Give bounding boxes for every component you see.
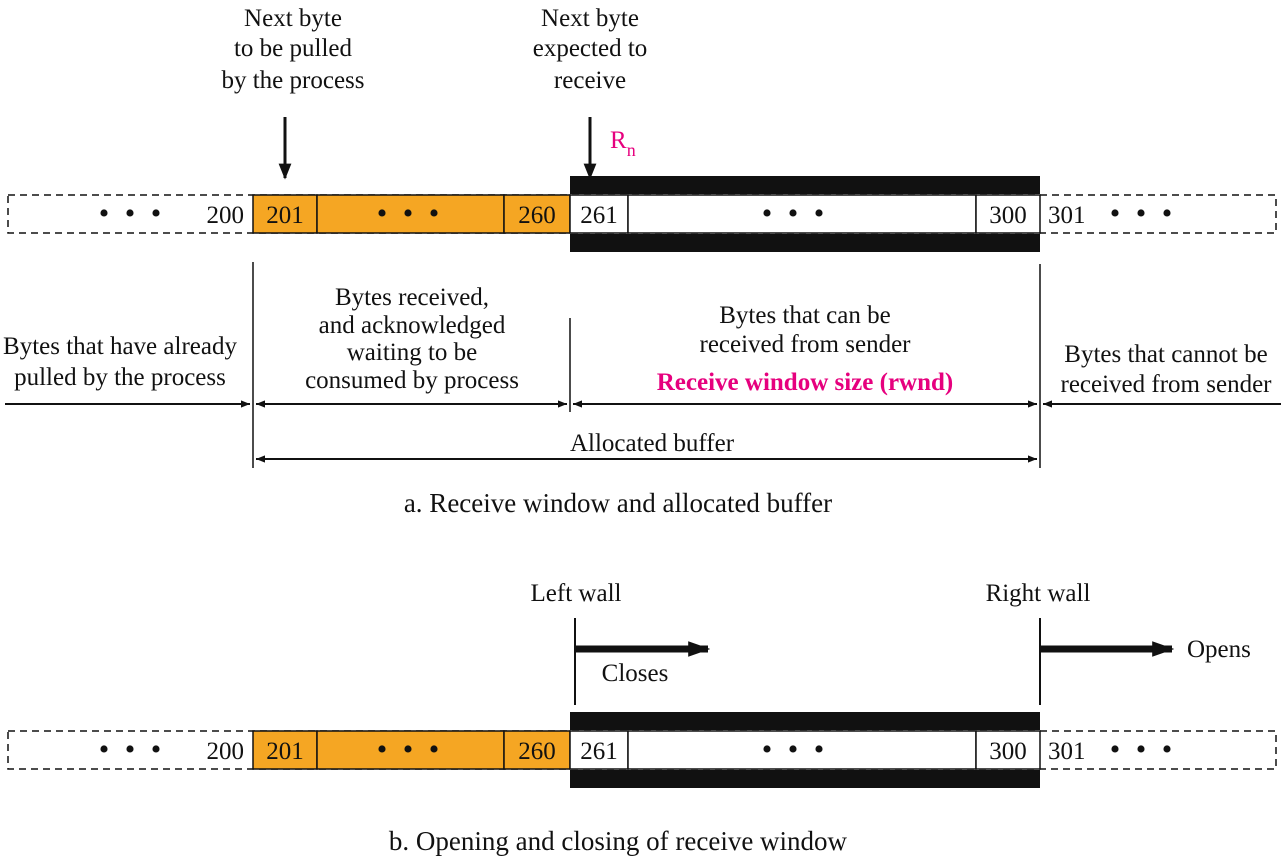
byte-201: 201 bbox=[266, 738, 304, 765]
cell-300 bbox=[975, 194, 1041, 234]
byte-strip-b: • • • 200 201 • • • 260 261 • • • 300 30… bbox=[7, 712, 1277, 788]
rwnd-label: Receive window size (rwnd) bbox=[657, 369, 953, 396]
cell-window-mid bbox=[627, 730, 977, 770]
cell-consumed-mid bbox=[316, 194, 505, 234]
byte-301: 301 bbox=[1048, 202, 1086, 229]
caption-b: b. Opening and closing of receive window bbox=[389, 826, 848, 856]
dots-right: • • • bbox=[1110, 197, 1177, 230]
pointer-receive-line-1: Next byte bbox=[541, 5, 639, 32]
region-pulled-line-2: pulled by the process bbox=[14, 364, 226, 391]
dots-left: • • • bbox=[99, 197, 166, 230]
left-wall-label: Left wall bbox=[531, 580, 622, 607]
cell-300 bbox=[975, 730, 1041, 770]
pointer-receive-line-3: receive bbox=[554, 67, 626, 94]
dots-window: • • • bbox=[762, 197, 829, 230]
byte-301: 301 bbox=[1048, 738, 1086, 765]
byte-strip-a: • • • 200 201 • • • 260 261 • • • 300 30… bbox=[7, 176, 1277, 252]
cell-consumed-mid bbox=[316, 730, 505, 770]
byte-260: 260 bbox=[518, 202, 556, 229]
dots-window: • • • bbox=[762, 733, 829, 766]
caption-a: a. Receive window and allocated buffer bbox=[404, 488, 832, 518]
region-waiting-line-4: consumed by process bbox=[305, 367, 519, 394]
region-receivable-line-2: received from sender bbox=[700, 331, 912, 358]
byte-261: 261 bbox=[580, 202, 618, 229]
dots-right: • • • bbox=[1110, 733, 1177, 766]
region-not-receivable-line-1: Bytes that cannot be bbox=[1064, 341, 1267, 368]
pointer-process-line-3: by the process bbox=[221, 67, 364, 94]
pointer-receive-line-2: expected to bbox=[533, 35, 648, 62]
right-wall-label: Right wall bbox=[986, 580, 1091, 607]
pointer-next-byte-expected: Next byte expected to receive Rn bbox=[533, 5, 648, 180]
dots-consumed: • • • bbox=[377, 733, 444, 766]
window-bar-top bbox=[570, 712, 1040, 730]
region-not-receivable-line-2: received from sender bbox=[1061, 371, 1273, 398]
pointer-next-byte-to-pull: Next byte to be pulled by the process bbox=[221, 5, 365, 180]
region-pulled-line-1: Bytes that have already bbox=[3, 333, 237, 360]
region-waiting-line-1: Bytes received, bbox=[335, 284, 489, 311]
window-bar-bottom bbox=[570, 770, 1040, 788]
opens-label: Opens bbox=[1187, 636, 1251, 663]
region-receivable-line-1: Bytes that can be bbox=[719, 302, 890, 329]
byte-201: 201 bbox=[266, 202, 304, 229]
cell-260 bbox=[503, 194, 571, 234]
byte-200: 200 bbox=[207, 738, 245, 765]
dashed-byte-stream bbox=[7, 730, 1277, 770]
dashed-byte-stream bbox=[7, 194, 1277, 234]
cell-261 bbox=[569, 730, 629, 770]
cell-261 bbox=[569, 194, 629, 234]
panel-a: Next byte to be pulled by the process Ne… bbox=[3, 5, 1281, 518]
region-waiting-line-2: and acknowledged bbox=[319, 312, 506, 339]
dots-consumed: • • • bbox=[377, 197, 444, 230]
closes-label: Closes bbox=[602, 660, 669, 687]
region-waiting-line-3: waiting to be bbox=[347, 339, 478, 366]
panel-b: Left wall Right wall Closes Opens • • • … bbox=[7, 580, 1277, 856]
dots-left: • • • bbox=[99, 733, 166, 766]
pointer-process-line-1: Next byte bbox=[244, 5, 342, 32]
byte-260: 260 bbox=[518, 738, 556, 765]
pointer-process-line-2: to be pulled bbox=[234, 35, 353, 62]
allocated-buffer-label: Allocated buffer bbox=[570, 430, 735, 457]
byte-300: 300 bbox=[989, 202, 1027, 229]
byte-300: 300 bbox=[989, 738, 1027, 765]
window-bar-top bbox=[570, 176, 1040, 194]
cell-window-mid bbox=[627, 194, 977, 234]
byte-200: 200 bbox=[207, 202, 245, 229]
window-bar-bottom bbox=[570, 234, 1040, 252]
byte-261: 261 bbox=[580, 738, 618, 765]
rn-label: Rn bbox=[610, 127, 636, 160]
